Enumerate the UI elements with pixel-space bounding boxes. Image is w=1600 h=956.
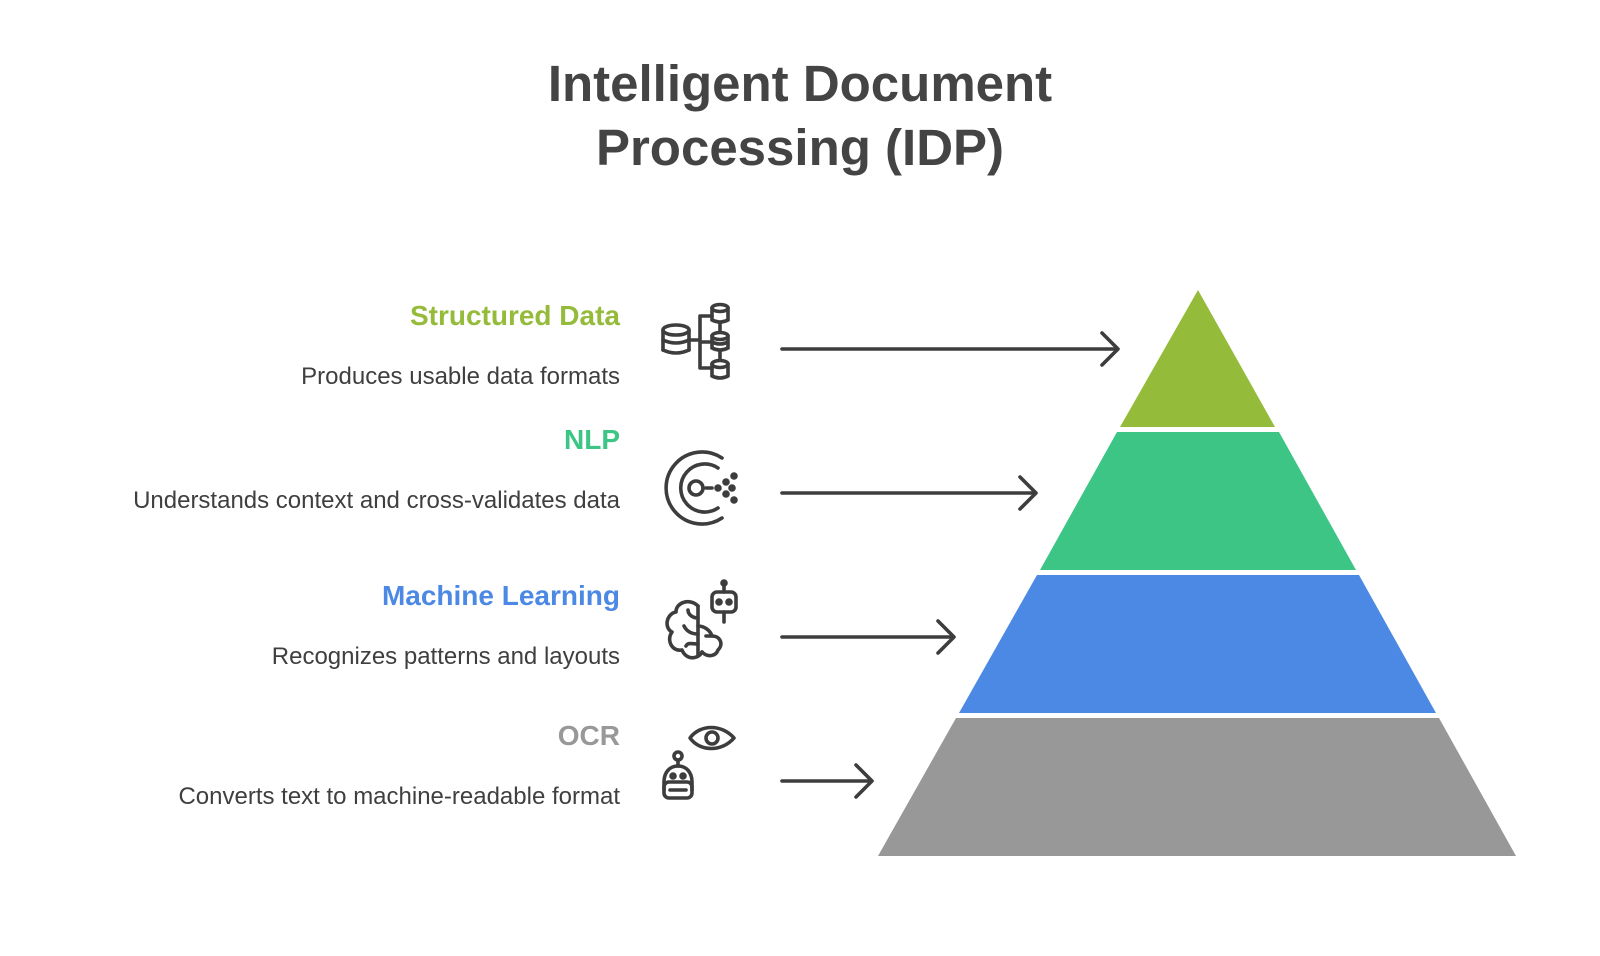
desc-nlp: Understands context and cross-validates … bbox=[133, 487, 620, 514]
robot-eye-icon bbox=[660, 716, 752, 808]
desc-ocr: Converts text to machine-readable format bbox=[178, 783, 620, 810]
pyramid-layer-nlp bbox=[1040, 432, 1356, 570]
pyramid-layer-structured-data bbox=[1120, 290, 1275, 427]
title-line-2: Processing (IDP) bbox=[595, 119, 1005, 176]
label-nlp: NLP bbox=[564, 424, 620, 455]
arrow-machine-learning bbox=[780, 619, 956, 655]
label-machine-learning: Machine Learning bbox=[381, 580, 620, 611]
label-structured-data: Structured Data bbox=[409, 300, 620, 331]
arrow-ocr bbox=[780, 763, 874, 799]
pyramid-layer-ocr bbox=[878, 718, 1516, 856]
arrow-nlp bbox=[780, 475, 1038, 511]
database-hierarchy-icon bbox=[660, 296, 752, 388]
title-line-1: Intelligent Document bbox=[547, 55, 1053, 112]
arrow-structured-data bbox=[780, 331, 1120, 367]
desc-machine-learning: Recognizes patterns and layouts bbox=[271, 643, 620, 670]
brain-robot-icon bbox=[660, 578, 752, 670]
desc-structured-data: Produces usable data formats bbox=[301, 363, 620, 390]
label-ocr: OCR bbox=[557, 720, 620, 751]
pyramid-layer-machine-learning bbox=[959, 575, 1436, 713]
language-processing-icon bbox=[660, 436, 752, 528]
diagram-title: Intelligent Document Processing (IDP) bbox=[0, 52, 1600, 180]
